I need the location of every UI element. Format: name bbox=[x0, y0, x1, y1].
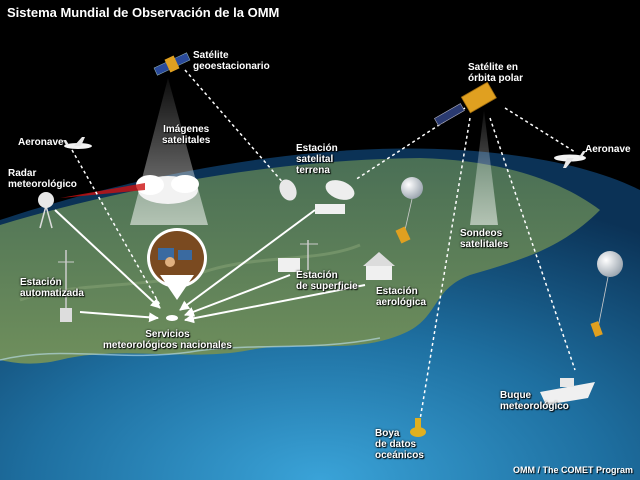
upper-air-station-icon bbox=[363, 252, 395, 280]
ground-station-icon bbox=[279, 179, 355, 214]
national-services-hub-icon bbox=[147, 228, 207, 321]
weather-ship-icon bbox=[540, 378, 595, 405]
geostationary-satellite-icon bbox=[153, 52, 191, 76]
coastline bbox=[0, 337, 381, 361]
polar-satellite-icon bbox=[434, 81, 497, 126]
label-geostationary-satellite: Satélite geoestacionario bbox=[193, 50, 270, 72]
dashed-links bbox=[71, 69, 576, 421]
label-national-services: Servicios meteorológicos nacionales bbox=[103, 329, 232, 351]
label-ocean-buoy: Boya de datos oceánicos bbox=[375, 428, 424, 461]
label-ground-station: Estación satelital terrena bbox=[296, 143, 338, 176]
automatic-station-icon bbox=[58, 250, 74, 322]
ocean-buoy-icon bbox=[410, 418, 426, 437]
aircraft-left-icon bbox=[63, 137, 92, 149]
weather-radar-icon bbox=[38, 192, 54, 229]
credit-text: OMM / The COMET Program bbox=[512, 465, 633, 475]
label-aircraft-right: Aeronave bbox=[585, 144, 631, 155]
ship-balloon-icon bbox=[590, 251, 623, 338]
label-satellite-images: Imágenes satelitales bbox=[162, 124, 211, 146]
data-flow-arrows bbox=[54, 209, 366, 324]
label-automatic-station: Estación automatizada bbox=[20, 277, 84, 299]
satellite-sounding-cone bbox=[470, 110, 498, 225]
cloud-icon bbox=[136, 175, 199, 204]
label-upper-air-station: Estación aerológica bbox=[376, 286, 427, 308]
terrain-ridge bbox=[19, 243, 361, 302]
radar-beam bbox=[60, 183, 145, 198]
label-polar-satellite: Satélite en órbita polar bbox=[468, 62, 524, 84]
surface-station-icon bbox=[278, 240, 318, 272]
label-weather-radar: Radar meteorológico bbox=[8, 168, 77, 190]
label-weather-ship: Buque meteorológico bbox=[500, 390, 569, 412]
weather-balloon-icon bbox=[395, 177, 423, 244]
label-surface-station: Estación de superficie bbox=[296, 270, 358, 292]
label-satellite-soundings: Sondeos satelitales bbox=[460, 228, 509, 250]
label-aircraft-left: Aeronave bbox=[18, 137, 64, 148]
aircraft-right-icon bbox=[554, 151, 586, 168]
diagram-title: Sistema Mundial de Observación de la OMM bbox=[7, 5, 280, 20]
